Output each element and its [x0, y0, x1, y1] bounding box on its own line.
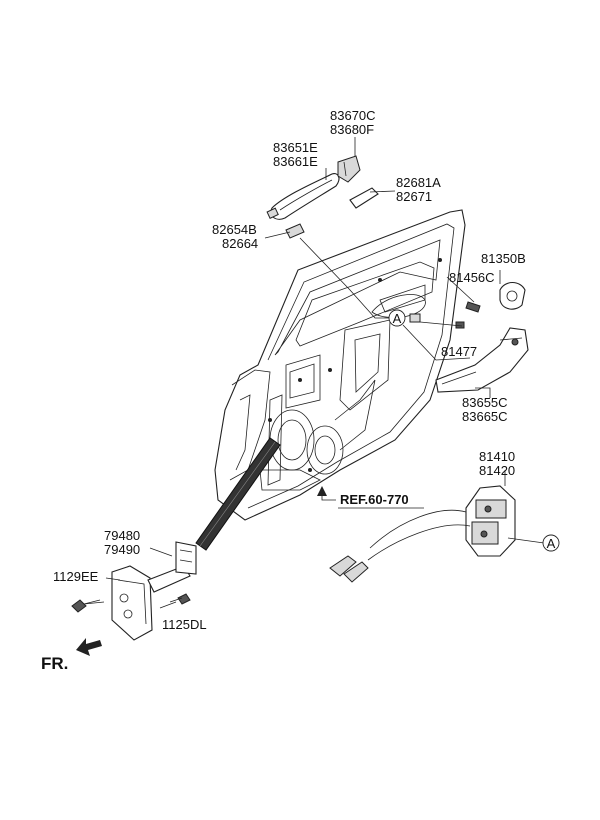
outside-handle	[266, 173, 340, 220]
part-label-82681a: 82681A	[396, 175, 441, 190]
ref-arrow	[317, 486, 327, 496]
callout-a-door: A	[388, 309, 406, 327]
front-direction-indicator: FR.	[41, 638, 102, 673]
door-latch-assembly	[367, 485, 516, 561]
callout-a-door-label: A	[393, 311, 402, 326]
part-label-83665c: 83665C	[462, 409, 508, 424]
part-label-81456c: 81456C	[449, 270, 495, 285]
part-label-83661e: 83661E	[273, 154, 318, 169]
part-label-79490: 79490	[104, 542, 140, 557]
lock-cover-bracket	[499, 281, 526, 310]
handle-cover	[337, 155, 361, 183]
leader-lines	[83, 137, 545, 609]
part-label-83651e: 83651E	[273, 140, 318, 155]
latch-cable-connector	[329, 555, 369, 583]
bolt-1125dl	[169, 593, 191, 605]
part-label-83680f: 83680F	[330, 122, 374, 137]
clip-a	[409, 313, 421, 323]
part-label-81410: 81410	[479, 449, 515, 464]
part-label-81477: 81477	[441, 344, 477, 359]
part-label-82664: 82664	[222, 236, 258, 251]
bolt-1129ee	[71, 599, 101, 613]
inside-handle-assembly	[435, 327, 529, 393]
door-checker	[111, 541, 197, 641]
part-label-1129ee: 1129EE	[53, 569, 99, 584]
part-label-82654b: 82654B	[212, 222, 257, 237]
screw-81477	[455, 321, 465, 329]
part-label-82671: 82671	[396, 189, 432, 204]
handle-pad	[285, 223, 305, 239]
part-label-81420: 81420	[479, 463, 515, 478]
part-label-81350b: 81350B	[481, 251, 526, 266]
part-label-1125dl: 1125DL	[162, 617, 207, 632]
part-label-83670c: 83670C	[330, 108, 376, 123]
part-label-83655c: 83655C	[462, 395, 508, 410]
front-arrow-icon	[76, 638, 102, 656]
screw-81456c	[465, 301, 481, 313]
ref-label: REF.60-770	[340, 492, 409, 507]
handle-gasket	[349, 187, 379, 209]
front-label: FR.	[41, 654, 68, 673]
part-label-79480: 79480	[104, 528, 140, 543]
callout-a-latch: A	[542, 534, 560, 552]
callout-a-latch-label: A	[547, 536, 556, 551]
